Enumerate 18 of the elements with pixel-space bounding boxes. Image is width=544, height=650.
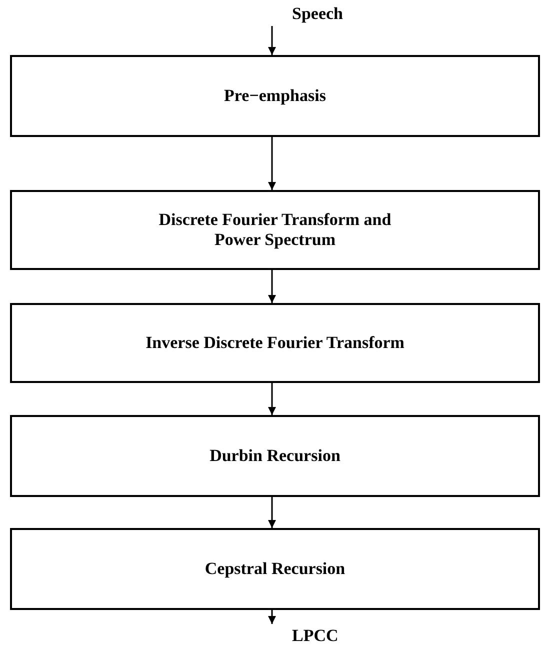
- arrow: [268, 270, 276, 303]
- process-box: [10, 190, 540, 270]
- process-box: [10, 303, 540, 383]
- arrow: [268, 610, 276, 624]
- arrow: [268, 137, 276, 190]
- signal-label: LPCC: [292, 626, 338, 645]
- step-label: Inverse Discrete Fourier Transform: [146, 333, 404, 352]
- process-box: [10, 55, 540, 137]
- process-box: [10, 528, 540, 610]
- signal-label: Speech: [292, 4, 343, 23]
- step-label: Discrete Fourier Transform and Power Spectrum: [158, 210, 392, 249]
- step-label: Cepstral Recursion: [204, 559, 346, 578]
- arrow: [268, 26, 276, 55]
- arrow: [268, 383, 276, 415]
- step-label: Durbin Recursion: [210, 446, 340, 465]
- step-label: Pre−emphasis: [224, 86, 326, 105]
- arrow: [268, 497, 276, 528]
- process-box: [10, 415, 540, 497]
